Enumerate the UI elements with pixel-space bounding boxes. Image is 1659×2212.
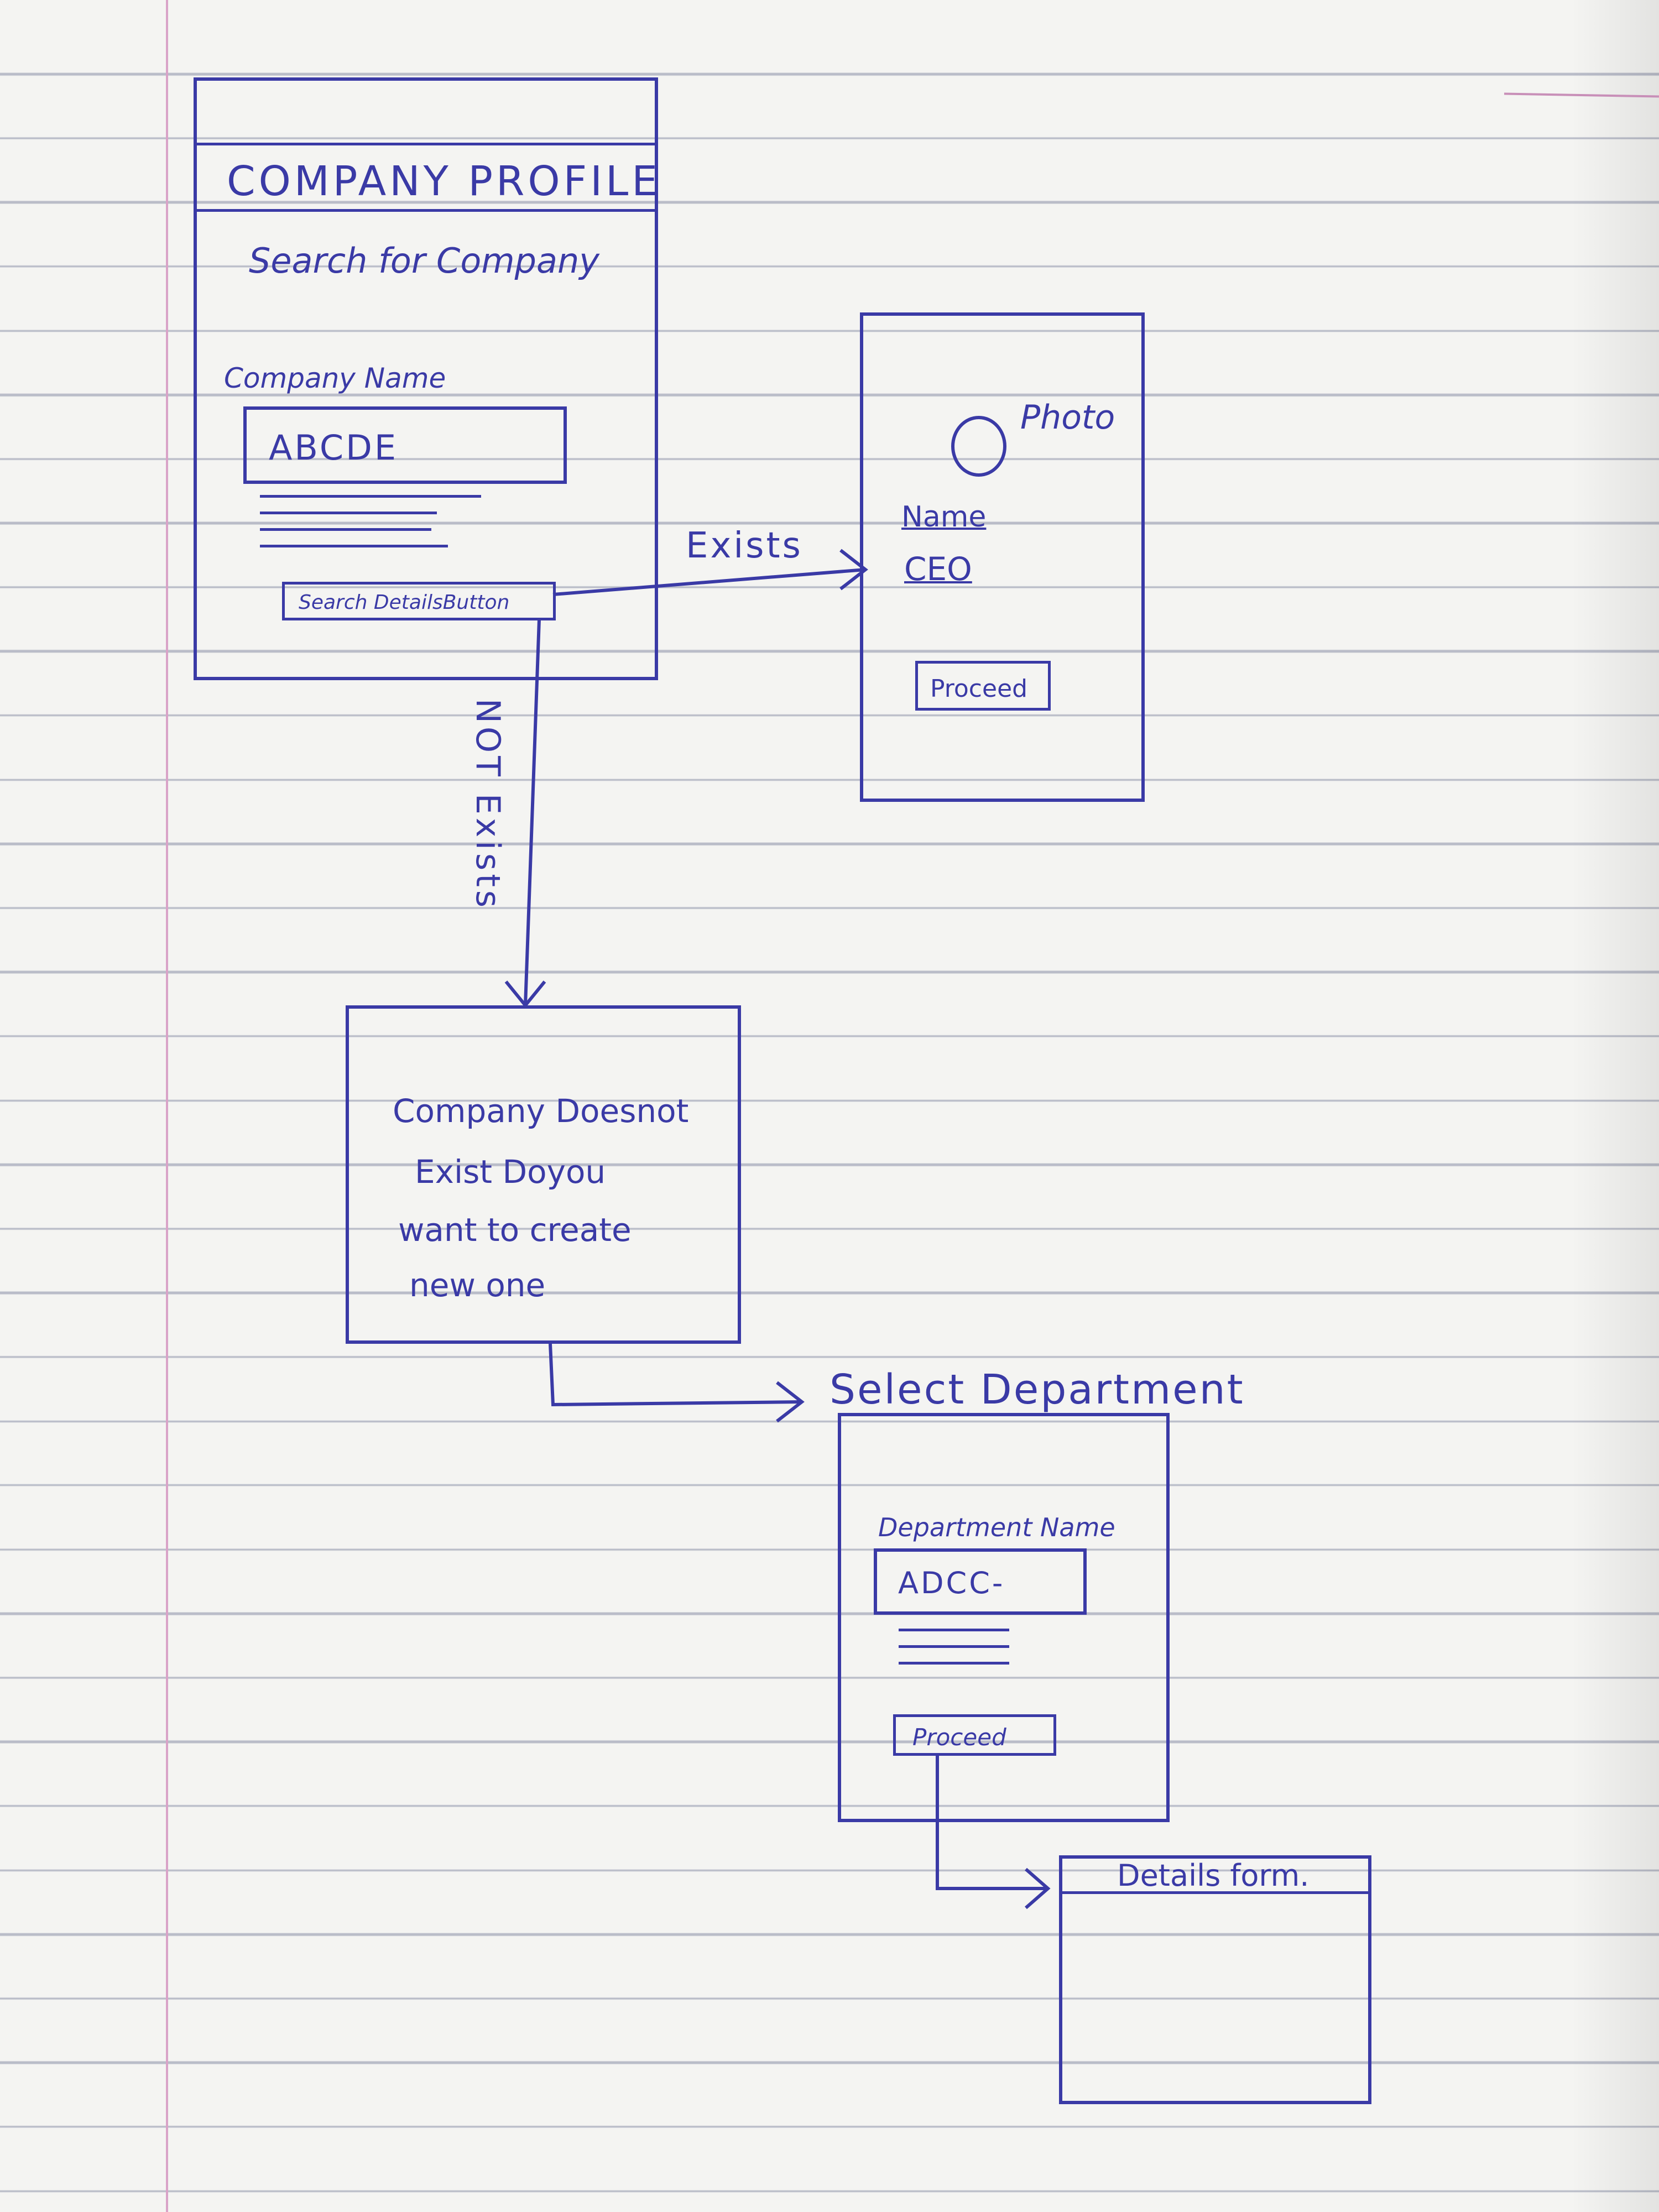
- company-details-frame: [860, 312, 1145, 802]
- not-exist-line-4: new one: [409, 1266, 546, 1304]
- select-department-frame: [838, 1413, 1170, 1822]
- margin-line: [166, 0, 168, 2212]
- not-exists-arrow: [504, 619, 546, 1008]
- title-divider-top: [196, 143, 655, 145]
- department-proceed-button[interactable]: Proceed: [893, 1714, 1056, 1756]
- department-name-value: ADCC-: [898, 1566, 1005, 1600]
- proceed-button[interactable]: Proceed: [915, 661, 1051, 711]
- department-name-input[interactable]: ADCC-: [874, 1548, 1087, 1615]
- select-department-heading: Select Department: [830, 1366, 1245, 1413]
- photo-circle-icon: [951, 416, 1006, 477]
- dept-placeholder-line-2: [899, 1645, 1009, 1648]
- placeholder-line-4: [260, 545, 448, 547]
- dept-placeholder-line-1: [899, 1629, 1009, 1631]
- department-proceed-button-label: Proceed: [912, 1724, 1006, 1751]
- page-curl-shadow: [1571, 0, 1659, 2212]
- company-name-input[interactable]: ABCDE: [243, 406, 567, 484]
- ceo-label: CEO: [904, 550, 972, 588]
- company-profile-title: COMPANY PROFILE: [227, 158, 661, 205]
- details-form-title-divider: [1062, 1891, 1369, 1894]
- exists-arrow: [552, 549, 868, 596]
- company-name-label: Company Name: [224, 362, 446, 394]
- dept-placeholder-line-3: [899, 1662, 1009, 1665]
- name-label: Name: [901, 500, 987, 534]
- department-to-details-arrow: [936, 1756, 1051, 1910]
- not-exist-frame: [346, 1005, 741, 1344]
- placeholder-line-3: [260, 528, 431, 531]
- company-profile-frame: [194, 77, 658, 680]
- details-form-frame: [1059, 1855, 1371, 2104]
- department-name-label: Department Name: [878, 1512, 1115, 1542]
- exists-arrow-label: Exists: [686, 525, 803, 566]
- proceed-button-label: Proceed: [930, 675, 1028, 703]
- placeholder-line-1: [260, 495, 481, 498]
- placeholder-line-2: [260, 512, 437, 514]
- search-details-button-label: Search DetailsButton: [299, 591, 510, 614]
- company-name-value: ABCDE: [269, 427, 399, 468]
- search-subtitle: Search for Company: [249, 241, 599, 281]
- not-exist-line-3: want to create: [398, 1211, 632, 1249]
- not-exist-line-1: Company Doesnot: [393, 1092, 689, 1130]
- search-details-button[interactable]: Search DetailsButton: [282, 582, 556, 620]
- title-divider-bottom: [196, 209, 655, 212]
- not-exist-line-2: Exist Doyou: [415, 1153, 606, 1191]
- photo-label: Photo: [1020, 398, 1115, 437]
- not-exists-arrow-label: NOT Exists: [468, 698, 507, 911]
- create-new-arrow: [549, 1343, 805, 1423]
- details-form-title: Details form.: [1117, 1858, 1310, 1893]
